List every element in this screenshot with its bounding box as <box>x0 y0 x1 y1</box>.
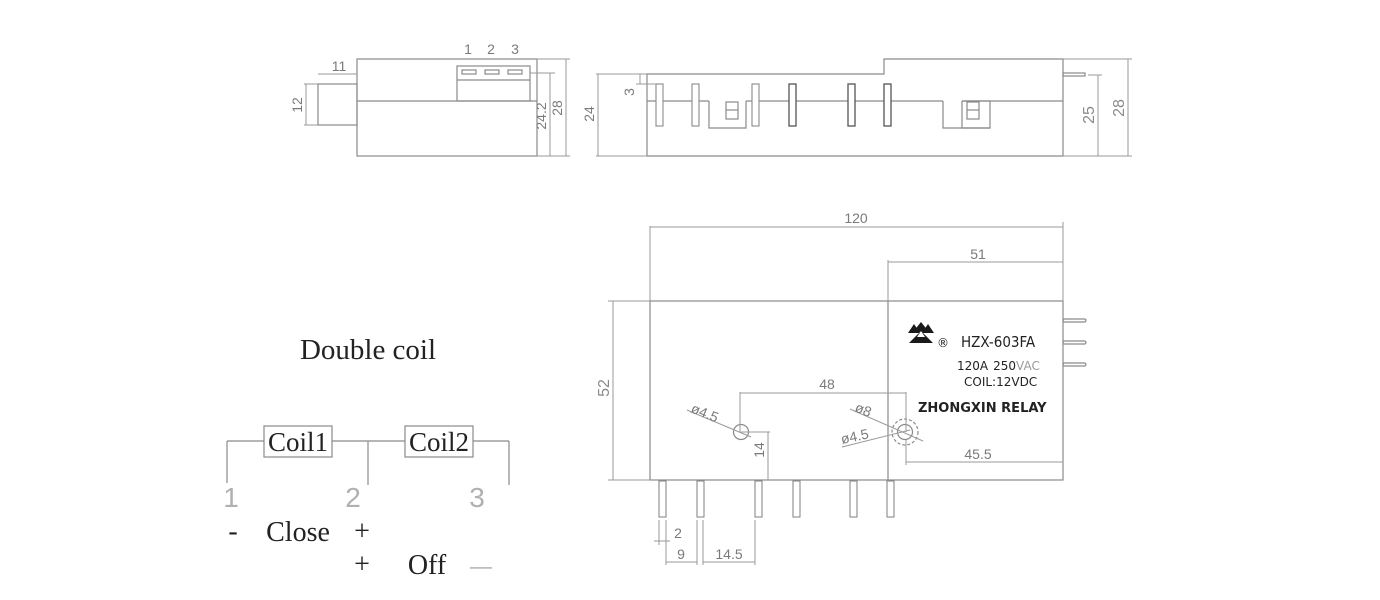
terminal-label-1: 1 <box>464 41 472 57</box>
dim-stub-width: 11 <box>332 58 347 74</box>
terminal-block <box>456 65 531 102</box>
side-terminal-1 <box>1062 318 1087 323</box>
dim-pin-width: 2 <box>674 525 682 541</box>
off-label: Off <box>408 550 447 581</box>
off-left-polarity: + <box>354 549 370 580</box>
terminal-label-2: 2 <box>487 41 495 57</box>
side-terminal-3 <box>1062 362 1087 367</box>
mount-hole-right-inner <box>896 423 914 441</box>
dim-hole-spacing: 48 <box>819 376 835 392</box>
brand-name: ZHONGXIN RELAY <box>918 401 1047 416</box>
close-right-polarity: + <box>354 516 370 547</box>
front-pin <box>883 83 892 127</box>
close-label: Close <box>266 517 330 548</box>
side-terminal-2 <box>1062 340 1087 345</box>
dim-hole-left-dia: ø4.5 <box>689 400 721 425</box>
side-view: 1 2 3 11 12 24.2 28 <box>289 41 570 157</box>
top-body-outline <box>649 300 1064 481</box>
terminal-label-3: 3 <box>511 41 519 57</box>
side-stub <box>317 83 358 126</box>
terminal-3 <box>507 69 523 75</box>
front-pin <box>751 83 760 127</box>
bottom-pin <box>886 480 895 518</box>
dim-pin-pitch-2: 14.5 <box>715 546 742 562</box>
mount-hole-right-outer <box>891 418 919 446</box>
front-notch-right-outline <box>942 101 990 129</box>
rating-unit: VAC <box>1016 359 1040 373</box>
rating-voltage: 250 <box>993 359 1016 373</box>
dim-width: 52 <box>596 379 613 397</box>
front-notch-right <box>961 100 991 129</box>
dim-terminal-height: 24.2 <box>533 102 549 129</box>
off-right-polarity: — <box>469 553 493 578</box>
pin-number-3: 3 <box>469 482 485 513</box>
bottom-pin <box>792 480 801 518</box>
wiring-diagram: Double coil Coil1 Coil2 1 2 3 - Close + … <box>223 334 510 581</box>
dim-pin-offset: 3 <box>621 88 637 96</box>
dim-total-height: 28 <box>549 100 565 116</box>
registered-mark: ® <box>937 336 949 350</box>
front-side-terminal <box>1062 72 1086 77</box>
terminal-2 <box>484 69 500 75</box>
dim-hole-height: 14 <box>751 442 767 458</box>
coil-2-label: Coil2 <box>409 427 469 457</box>
bottom-pin <box>658 480 667 518</box>
terminal-1 <box>461 69 477 75</box>
leader-hole-outer <box>849 408 924 442</box>
front-notch-left <box>708 101 747 129</box>
leader-hole-left <box>686 409 752 438</box>
pin-number-1: 1 <box>223 482 239 513</box>
dim-front-total-height: 28 <box>1111 99 1128 117</box>
front-pin <box>847 83 856 127</box>
front-pin <box>788 83 797 127</box>
bottom-pin <box>754 480 763 518</box>
dim-front-body-height: 24 <box>581 106 597 122</box>
dim-hole-right-outer-dia: ø8 <box>853 399 874 420</box>
dim-pin-pitch-1: 9 <box>677 546 685 562</box>
dim-stub-height: 12 <box>289 97 305 113</box>
coil-1-label: Coil1 <box>268 427 328 457</box>
front-pin <box>655 83 664 127</box>
leader-hole-inner <box>841 429 911 448</box>
bottom-pin <box>849 480 858 518</box>
model-number: HZX-603FA <box>961 333 1036 351</box>
pin-number-2: 2 <box>345 482 361 513</box>
close-left-polarity: - <box>228 516 237 547</box>
top-view: 120 51 52 ® HZX-603FA 120A 250VAC COIL:12… <box>596 210 1087 565</box>
front-view: 24 3 25 28 <box>581 58 1132 157</box>
front-pin <box>691 83 700 127</box>
dim-hole-right-offset: 45.5 <box>964 446 991 462</box>
rating-text: 120A 250VAC <box>957 359 1040 373</box>
dim-front-terminal-height: 25 <box>1081 106 1098 124</box>
dim-label-section: 51 <box>970 246 986 262</box>
dim-length: 120 <box>844 210 868 226</box>
brand-logo <box>908 322 934 343</box>
rating-current: 120A <box>957 359 989 373</box>
coil-spec: COIL:12VDC <box>964 375 1037 389</box>
bottom-pin <box>696 480 705 518</box>
dim-hole-right-inner-dia: ø4.5 <box>839 425 870 447</box>
wiring-title: Double coil <box>300 334 436 366</box>
